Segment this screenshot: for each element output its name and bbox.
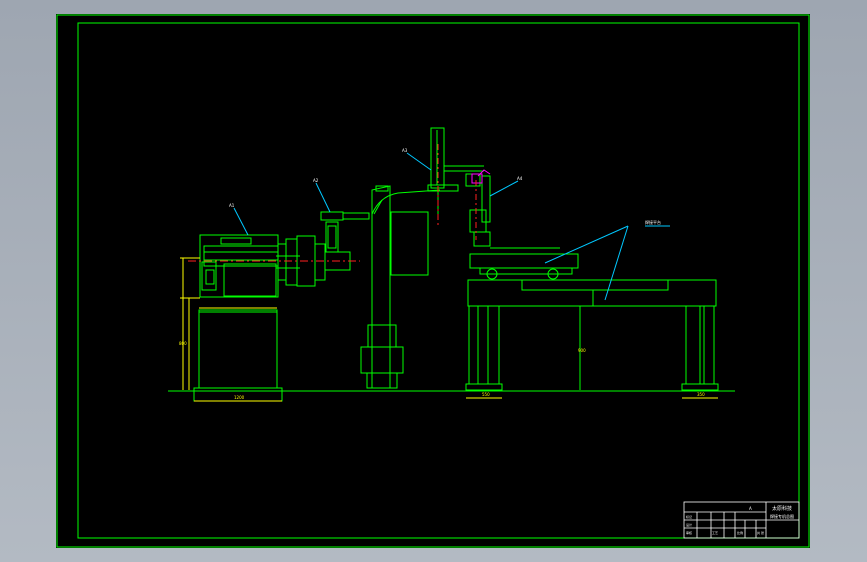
dimension-lines-left (180, 257, 282, 402)
company-name: 太原科技 (772, 505, 792, 512)
dim-table-height: 900 (578, 348, 586, 353)
scale-label: 比例 (737, 530, 743, 535)
callout-table: 焊接平台 (645, 219, 661, 225)
positioner-unit (193, 234, 351, 402)
welding-table (465, 247, 719, 391)
dim-leg-right: 350 (697, 392, 705, 397)
welding-column (360, 185, 441, 389)
leader-a2 (315, 182, 331, 213)
leader-a4 (489, 180, 519, 197)
callout-a3: A3 (402, 148, 408, 153)
dim-base-width: 1200 (234, 395, 245, 400)
torch-head (471, 169, 491, 184)
boom-arm (427, 127, 491, 247)
leader-a1 (233, 207, 249, 236)
title-row-label-3: 审核 (686, 530, 692, 535)
title-row-label-2: 设计 (686, 522, 692, 527)
callout-a2: A2 (313, 178, 319, 183)
title-block (683, 501, 800, 539)
revision-mark: A (749, 506, 752, 511)
title-row-label-4: 工艺 (712, 530, 718, 535)
leader-a3 (406, 152, 432, 171)
table-top-beam (467, 279, 717, 307)
column-carriage (390, 211, 429, 276)
leader-table (544, 225, 670, 301)
drawing-sheet (56, 14, 810, 548)
dim-height: 800 (179, 341, 187, 346)
inner-frame (77, 22, 800, 539)
callout-a4: A4 (517, 176, 523, 181)
sliding-carriage (469, 253, 579, 269)
outer-frame (56, 14, 810, 548)
drawing-name: 焊接专机总图 (770, 513, 794, 519)
positioner-base (198, 309, 278, 389)
callout-a1: A1 (229, 203, 235, 208)
column-base-block (360, 346, 404, 374)
tailstock-clamp (320, 211, 370, 253)
sheet-label: 共 张 (757, 530, 764, 535)
dim-leg-left: 550 (482, 392, 490, 397)
title-row-label-1: 标记 (686, 514, 692, 519)
